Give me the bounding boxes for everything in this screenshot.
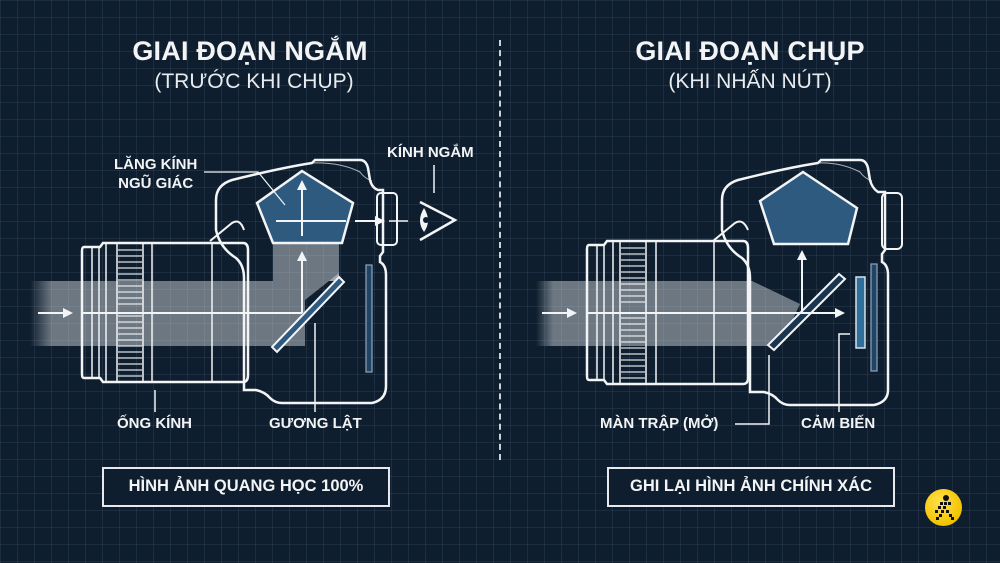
- panel-divider: [499, 40, 501, 460]
- running-figure-icon: [935, 495, 954, 520]
- caption-capture-image: GHI LẠI HÌNH ẢNH CHÍNH XÁC: [607, 467, 895, 507]
- sensor-active: [855, 276, 866, 349]
- label-viewfinder: KÍNH NGẮM: [387, 144, 474, 161]
- flip-mirror: [270, 275, 346, 354]
- eyepiece: [881, 192, 903, 250]
- label-pentaprism-line1: LĂNG KÍNH: [114, 156, 198, 173]
- label-pentaprism-line2: NGŨ GIÁC: [118, 175, 194, 192]
- eyepiece: [376, 192, 398, 246]
- running-figure-logo: [925, 489, 962, 526]
- pentaprism: [255, 169, 355, 245]
- left-title: GIAI ĐOẠN NGẮM: [132, 36, 368, 66]
- light-beam-up: [273, 243, 339, 281]
- caption-optical-image: HÌNH ẢNH QUANG HỌC 100%: [102, 467, 390, 507]
- label-shutter: MÀN TRẬP (MỞ): [600, 415, 719, 432]
- sensor-inactive: [365, 264, 373, 373]
- pentaprism: [758, 170, 859, 246]
- label-pentaprism: LĂNG KÍNH NGŨ GIÁC: [114, 155, 197, 193]
- label-mirror: GƯƠNG LẬT: [269, 415, 362, 432]
- label-lens: ỐNG KÍNH: [117, 415, 192, 432]
- left-subtitle: (TRƯỚC KHI CHỤP): [154, 70, 354, 93]
- right-subtitle: (KHI NHẤN NÚT): [668, 70, 832, 93]
- right-camera: [536, 158, 903, 425]
- left-camera: [30, 158, 458, 412]
- label-sensor: CẢM BIẾN: [801, 415, 876, 432]
- right-title: GIAI ĐOẠN CHỤP: [635, 36, 865, 66]
- eye-icon: [419, 200, 458, 242]
